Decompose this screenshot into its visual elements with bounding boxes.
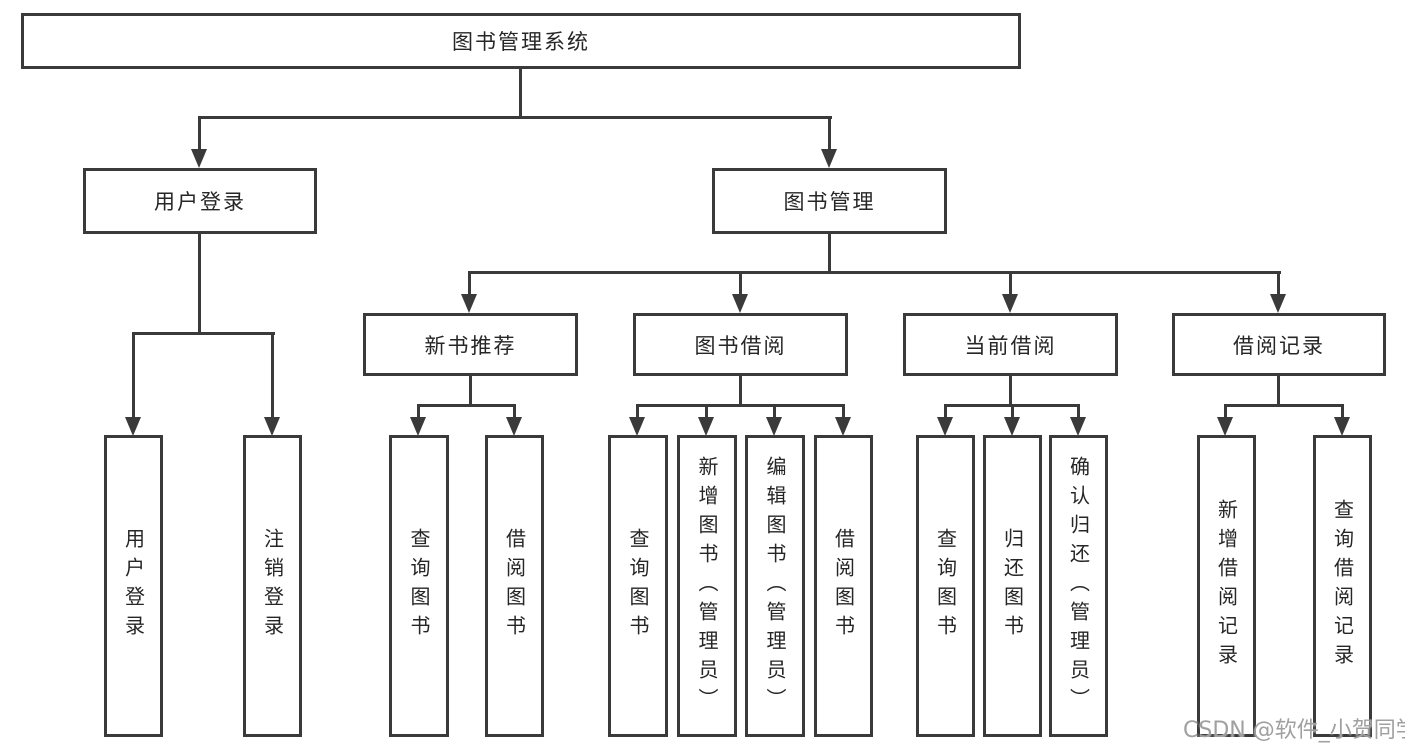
node-leaf-label: 查询借阅记录 (1330, 499, 1355, 673)
connector-line (417, 404, 420, 420)
node-leaf-label: 查询图书 (933, 528, 958, 644)
arrowhead-icon (191, 149, 207, 168)
connector-line (828, 233, 831, 274)
arrowhead-icon (125, 417, 141, 436)
node-root: 图书管理系统 (21, 13, 1021, 69)
connector-line (636, 404, 845, 407)
connector-line (1224, 404, 1227, 420)
connector-line (636, 404, 639, 420)
node-leaf-label: 编辑图书（管理员） (763, 455, 787, 717)
connector-line (828, 116, 831, 150)
node-leaf-label: 归还图书 (1000, 528, 1025, 644)
node-leaf-user-login: 用户登录 (104, 435, 163, 737)
connector-line (1077, 404, 1080, 420)
connector-line (1277, 271, 1280, 296)
connector-line (1224, 404, 1344, 407)
node-leaf-label: 用户登录 (121, 528, 146, 644)
node-user-login: 用户登录 (83, 168, 317, 234)
node-leaf-query-borrow-record: 查询借阅记录 (1313, 435, 1372, 737)
arrowhead-icon (1002, 294, 1018, 313)
connector-line (132, 332, 135, 418)
connector-line (705, 404, 708, 420)
connector-line (198, 116, 201, 150)
node-leaf-query-books-1: 查询图书 (389, 435, 449, 737)
node-new-book-recommend-label: 新书推荐 (424, 333, 517, 358)
node-leaf-label: 新增图书（管理员） (695, 455, 719, 717)
connector-line (271, 332, 274, 418)
node-leaf-return-books: 归还图书 (983, 435, 1042, 737)
connector-line (773, 404, 776, 420)
connector-line (198, 116, 832, 119)
arrowhead-icon (1270, 294, 1286, 313)
connector-line (513, 404, 516, 420)
connector-line (132, 332, 275, 335)
node-new-book-recommend: 新书推荐 (363, 313, 578, 376)
node-leaf-label: 借阅图书 (831, 528, 856, 644)
node-leaf-label: 借阅图书 (502, 528, 527, 644)
node-leaf-add-borrow-record: 新增借阅记录 (1197, 435, 1256, 737)
arrowhead-icon (732, 294, 748, 313)
arrowhead-icon (410, 417, 426, 436)
node-leaf-label: 注销登录 (260, 528, 285, 644)
arrowhead-icon (506, 417, 522, 436)
node-leaf-label: 新增借阅记录 (1214, 499, 1239, 673)
node-book-borrow-label: 图书借阅 (694, 333, 787, 358)
connector-line (1341, 404, 1344, 420)
node-current-borrow: 当前借阅 (903, 313, 1118, 376)
node-leaf-label: 确认归还（管理员） (1066, 455, 1091, 717)
node-leaf-label: 查询图书 (626, 528, 650, 644)
arrowhead-icon (937, 417, 953, 436)
connector-line (944, 404, 947, 420)
arrowhead-icon (1334, 417, 1350, 436)
node-leaf-confirm-return-admin: 确认归还（管理员） (1049, 435, 1108, 737)
arrowhead-icon (1070, 417, 1086, 436)
arrowhead-icon (821, 149, 837, 168)
connector-line (1009, 375, 1012, 407)
connector-line (842, 404, 845, 420)
arrowhead-icon (1217, 417, 1233, 436)
arrowhead-icon (835, 417, 851, 436)
arrowhead-icon (698, 417, 714, 436)
node-book-borrow: 图书借阅 (633, 313, 848, 376)
node-book-management: 图书管理 (712, 168, 947, 234)
connector-line (417, 404, 516, 407)
connector-line (519, 68, 522, 118)
node-user-login-label: 用户登录 (154, 190, 246, 214)
arrowhead-icon (264, 417, 280, 436)
node-leaf-logout: 注销登录 (243, 435, 302, 737)
node-leaf-edit-books-admin: 编辑图书（管理员） (745, 435, 805, 737)
connector-line (1011, 404, 1014, 420)
arrowhead-icon (766, 417, 782, 436)
node-root-label: 图书管理系统 (452, 30, 590, 54)
arrowhead-icon (1004, 417, 1020, 436)
connector-line (739, 271, 742, 296)
connector-line (739, 375, 742, 407)
node-leaf-label: 查询图书 (407, 528, 431, 644)
node-borrow-records: 借阅记录 (1172, 313, 1386, 376)
node-leaf-add-books-admin: 新增图书（管理员） (677, 435, 737, 737)
connector-line (468, 271, 1281, 274)
connector-line (1009, 271, 1012, 296)
connector-line (469, 375, 472, 407)
connector-line (198, 233, 201, 335)
node-book-management-label: 图书管理 (783, 190, 876, 214)
node-borrow-records-label: 借阅记录 (1233, 333, 1325, 358)
node-current-borrow-label: 当前借阅 (964, 333, 1057, 358)
connector-line (1277, 375, 1280, 407)
node-leaf-query-books-3: 查询图书 (916, 435, 975, 737)
arrowhead-icon (629, 417, 645, 436)
arrowhead-icon (461, 294, 477, 313)
node-leaf-query-books-2: 查询图书 (608, 435, 668, 737)
node-leaf-borrow-books-1: 借阅图书 (485, 435, 544, 737)
connector-line (468, 271, 471, 296)
watermark: CSDN @软件_小贺同学 (1183, 718, 1405, 743)
node-leaf-borrow-books-2: 借阅图书 (814, 435, 873, 737)
